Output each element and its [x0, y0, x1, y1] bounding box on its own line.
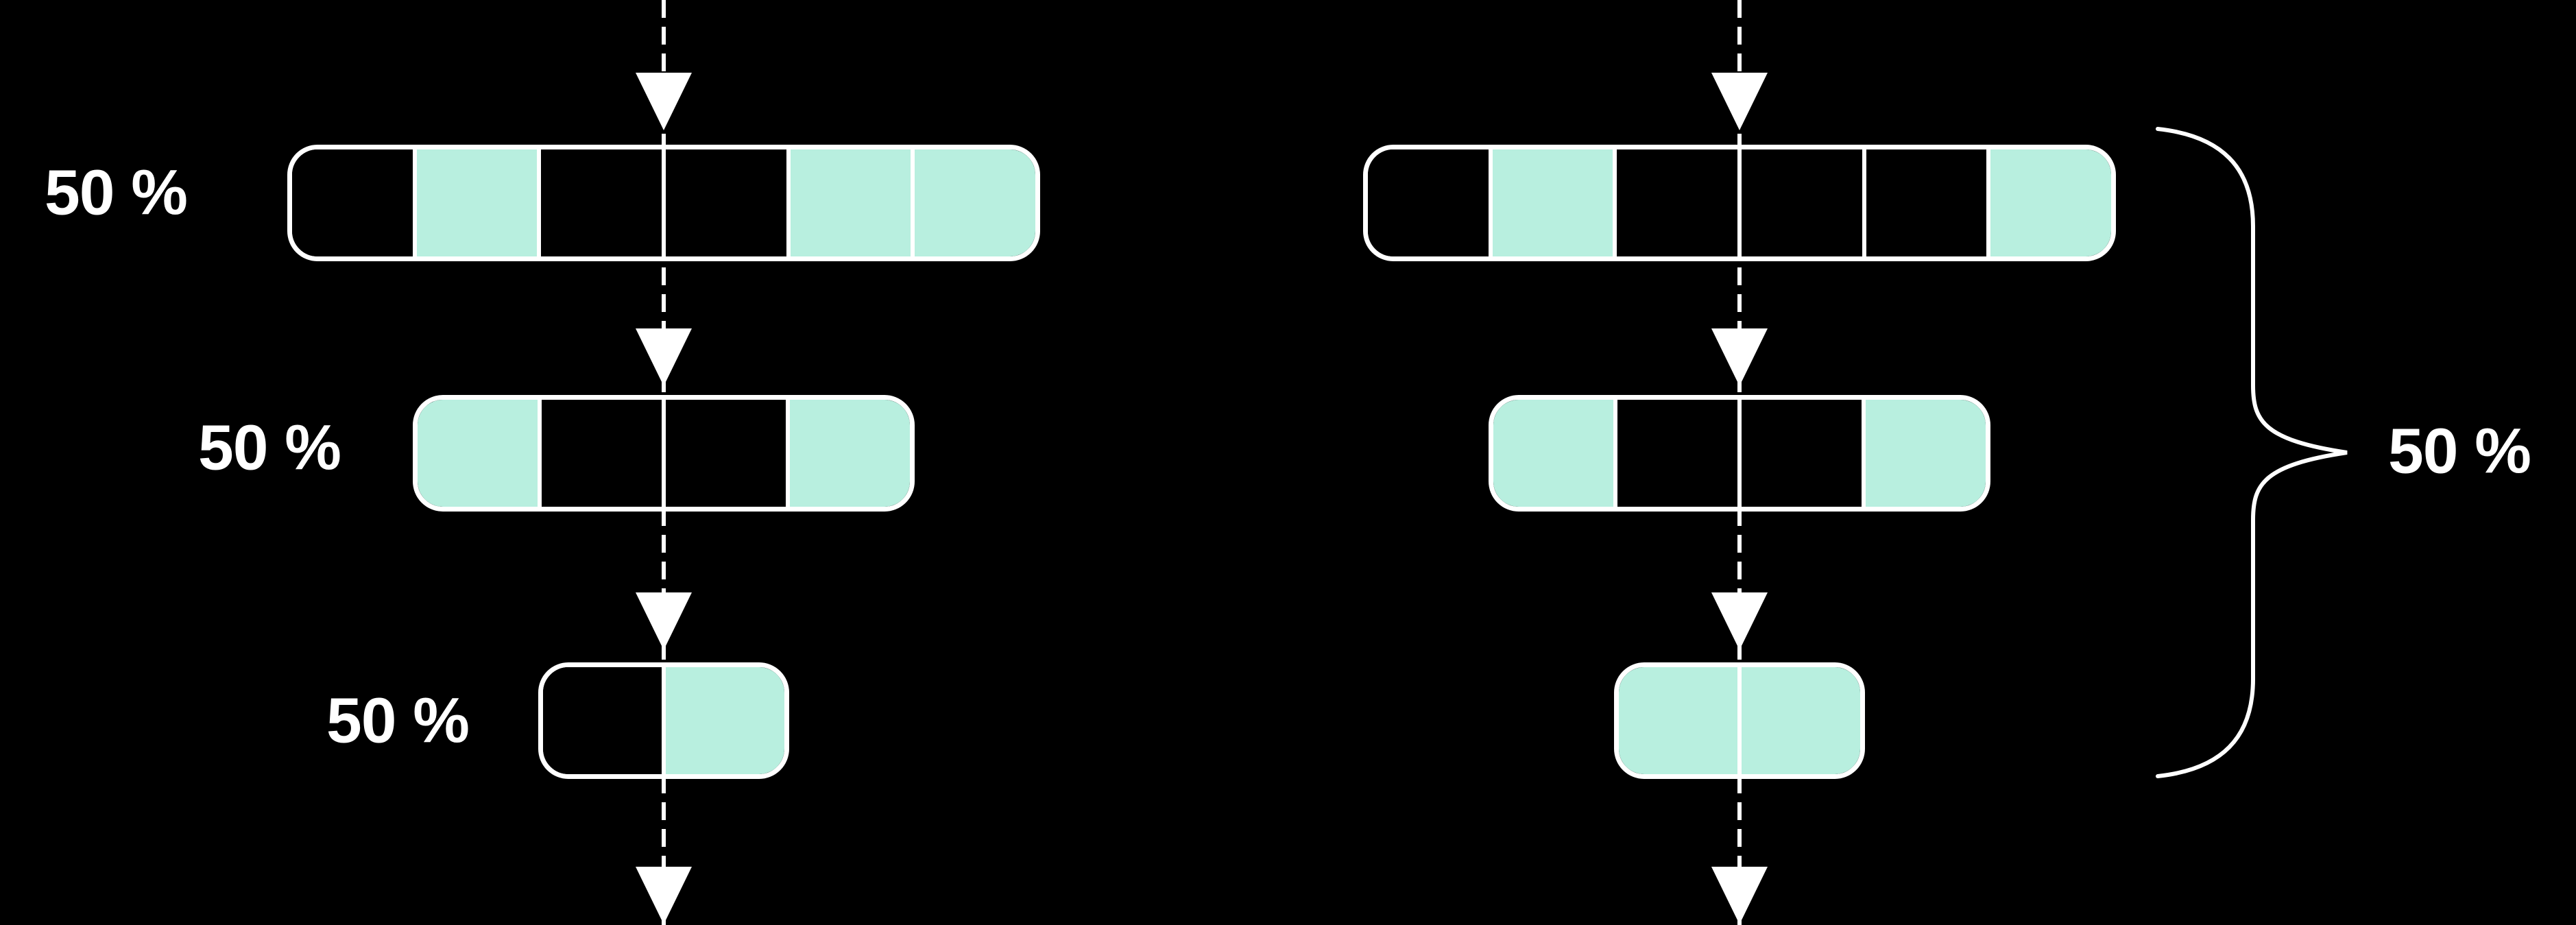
- bar-segment-teal: [1986, 149, 2111, 256]
- segmented-bar-left-row1: [287, 145, 1040, 261]
- bar-segment-teal: [412, 149, 538, 256]
- bar-segment-black: [1862, 149, 1987, 256]
- arrow-down-icon: [636, 867, 692, 924]
- curly-brace-icon: [2156, 127, 2348, 778]
- segmented-bar-right-row3: [1614, 662, 1865, 779]
- bar-segment-black: [1368, 149, 1489, 256]
- bar-segment-black: [543, 667, 662, 774]
- arrow-down-icon: [1711, 328, 1768, 386]
- bar-segment-black: [662, 149, 786, 256]
- bar-segment-teal: [418, 400, 538, 507]
- bar-segment-teal: [911, 149, 1035, 256]
- bar-segment-black: [537, 149, 662, 256]
- percentage-label-brace: 50 %: [2388, 415, 2531, 487]
- arrow-down-icon: [1711, 867, 1768, 924]
- bar-segment-teal: [1737, 667, 1860, 774]
- bar-segment-teal: [786, 149, 911, 256]
- arrow-down-icon: [1711, 592, 1768, 650]
- bar-segment-black: [1613, 400, 1737, 507]
- arrow-down-icon: [636, 592, 692, 650]
- arrow-down-icon: [636, 328, 692, 386]
- bar-segment-teal: [1619, 667, 1737, 774]
- percentage-label-row2: 50 %: [198, 411, 341, 483]
- bar-segment-black: [662, 400, 786, 507]
- percentage-label-row1: 50 %: [45, 156, 188, 228]
- bar-segment-teal: [662, 667, 784, 774]
- segmented-bar-right-row1: [1363, 145, 2116, 261]
- arrow-down-icon: [636, 73, 692, 130]
- bar-segment-black: [292, 149, 413, 256]
- segmented-bar-right-row2: [1489, 395, 1990, 512]
- bar-segment-teal: [786, 400, 910, 507]
- bar-segment-black: [1737, 149, 1862, 256]
- segmented-bar-left-row2: [413, 395, 915, 512]
- percentage-label-row3: 50 %: [326, 684, 470, 756]
- bar-segment-teal: [1488, 149, 1613, 256]
- arrow-down-icon: [1711, 73, 1768, 130]
- bar-segment-black: [1613, 149, 1738, 256]
- bar-segment-teal: [1862, 400, 1986, 507]
- bar-segment-teal: [1493, 400, 1613, 507]
- segmented-bar-left-row3: [538, 662, 789, 779]
- bar-segment-black: [538, 400, 662, 507]
- bar-segment-black: [1737, 400, 1862, 507]
